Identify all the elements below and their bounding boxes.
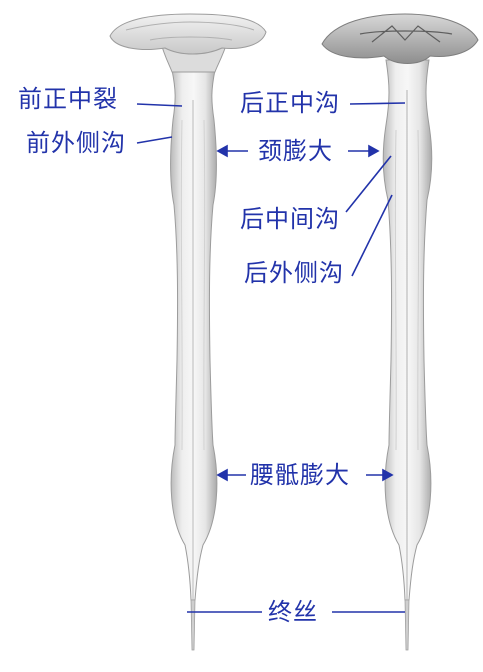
lumbar-arrow-right-head (382, 468, 394, 482)
anterior-cord-texture (180, 119, 206, 451)
label-lumbosacral-enlargement: 腰骶膨大 (250, 461, 350, 489)
lumbar-arrow-left-head (216, 468, 228, 482)
label-posterolateral-sulcus: 后外侧沟 (244, 259, 344, 287)
posterior-view-cord (321, 13, 479, 651)
leader-posterior-median-sulcus (349, 102, 406, 105)
posterior-cord-texture (394, 129, 420, 451)
anterior-view-cord (109, 13, 267, 651)
leader-lines (136, 102, 406, 613)
cervical-arrow-left-head (216, 144, 228, 158)
posterior-cut-detail (359, 25, 453, 43)
label-filum-terminale: 终丝 (268, 598, 318, 626)
anterior-cord-body (170, 69, 218, 601)
posterior-filum-terminale (404, 599, 410, 651)
leader-posterolateral-sulcus (351, 194, 393, 277)
leader-anterolateral-sulcus (136, 136, 173, 144)
label-posterior-intermediate-sulcus: 后中间沟 (240, 205, 340, 233)
cervical-arrow-right-head (368, 144, 380, 158)
label-cervical-enlargement: 颈膨大 (258, 137, 333, 165)
posterior-cut-surface (321, 13, 479, 64)
leader-posterior-intermediate-sulcus (345, 155, 392, 213)
enlargement-arrows (216, 144, 394, 482)
anterior-cut-detail (125, 21, 255, 41)
label-anterolateral-sulcus: 前外侧沟 (26, 129, 126, 157)
label-anterior-median-fissure: 前正中裂 (18, 85, 118, 113)
anterior-filum-terminale (190, 599, 196, 651)
leader-anterior-median-fissure (136, 103, 183, 107)
label-posterior-median-sulcus: 后正中沟 (240, 89, 340, 117)
anterior-cut-surface (109, 13, 267, 55)
